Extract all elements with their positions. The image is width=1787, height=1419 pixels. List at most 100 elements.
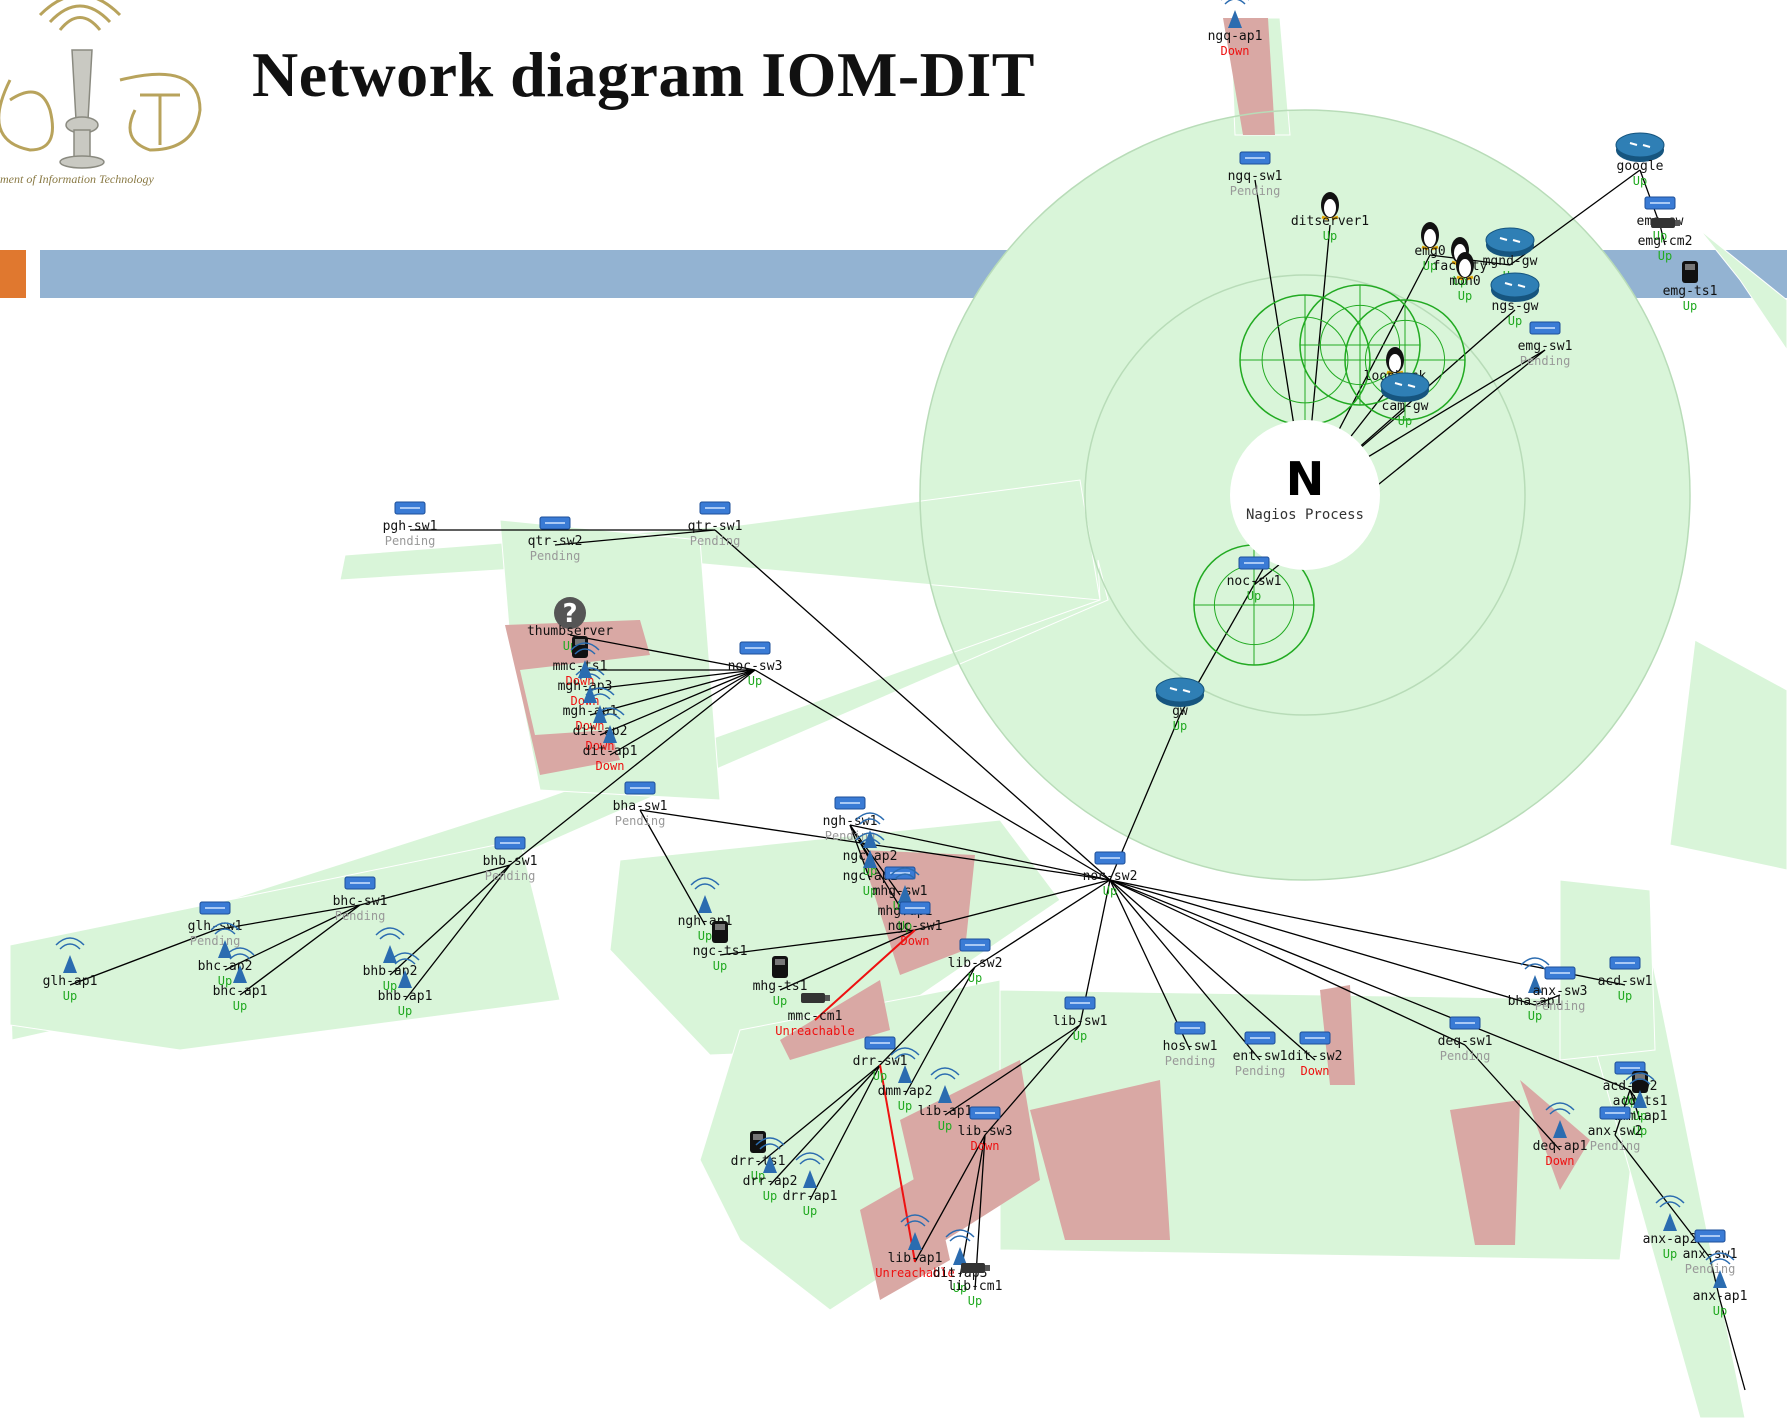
host-status: Pending (1230, 184, 1281, 198)
network-link (639, 809, 706, 926)
switch-icon (1174, 1021, 1206, 1035)
wifi-ap-icon (890, 1047, 920, 1083)
terminal-icon (1632, 1071, 1648, 1093)
network-link (1109, 879, 1261, 1061)
host-status: Up (968, 971, 982, 985)
wifi-ap-icon (225, 947, 255, 983)
host-status: Pending (1165, 1054, 1216, 1068)
host-status: Up (1323, 229, 1337, 243)
switch-icon (1544, 966, 1576, 980)
host-status: Up (1173, 719, 1187, 733)
host-name: emg-ts1 (1663, 284, 1718, 299)
wifi-ap-icon (1655, 1195, 1685, 1231)
network-link (214, 904, 361, 931)
host-status: Pending (190, 934, 241, 948)
host-name: anx-ap2 (1643, 1232, 1698, 1247)
host-status: Up (1423, 259, 1437, 273)
host-status: Pending (1235, 1064, 1286, 1078)
problem-wedge (1320, 985, 1355, 1085)
host-name: mhg-sw1 (873, 884, 928, 899)
host-name: mgh-ap1 (563, 704, 618, 719)
host-status: Up (1663, 1247, 1677, 1261)
host-wedge (1699, 229, 1787, 351)
network-link (509, 669, 756, 866)
network-link (944, 1024, 1081, 1116)
switch-icon (494, 836, 526, 850)
problem-wedge (1223, 18, 1275, 135)
switch-icon (1449, 1016, 1481, 1030)
network-link (849, 824, 906, 916)
nagios-process-node[interactable] (1230, 420, 1380, 570)
host-name: lib-sw2 (948, 956, 1003, 971)
host-name: noc-sw2 (1083, 869, 1138, 884)
host-status: Up (938, 1119, 952, 1133)
host-status: Pending (385, 534, 436, 548)
host-name: deq-ap1 (1533, 1139, 1588, 1154)
host-name: bhb-sw1 (483, 854, 538, 869)
router-icon (1615, 132, 1665, 162)
host-name: emg-cm2 (1638, 234, 1693, 249)
host-name: bhc-sw1 (333, 894, 388, 909)
host-name: dit-sw2 (1288, 1049, 1343, 1064)
host-status: Up (763, 1189, 777, 1203)
host-status: Pending (335, 909, 386, 923)
switch-icon (394, 501, 426, 515)
nagios-process-label: Nagios Process (1246, 507, 1364, 523)
